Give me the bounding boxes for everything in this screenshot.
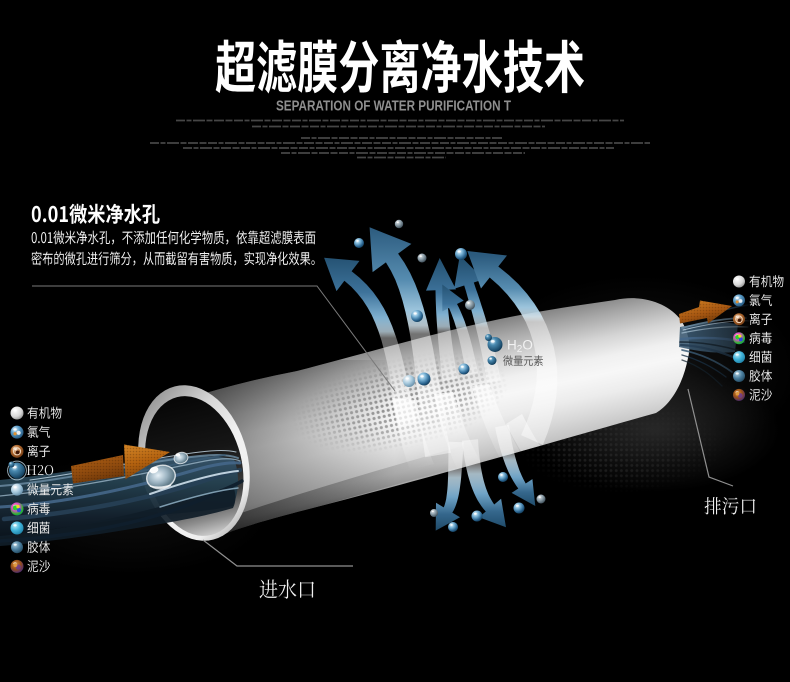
svg-text:SEPARATION OF WATER PURIFICATI: SEPARATION OF WATER PURIFICATION T [276, 99, 511, 115]
svg-text:H2O: H2O [507, 338, 533, 356]
